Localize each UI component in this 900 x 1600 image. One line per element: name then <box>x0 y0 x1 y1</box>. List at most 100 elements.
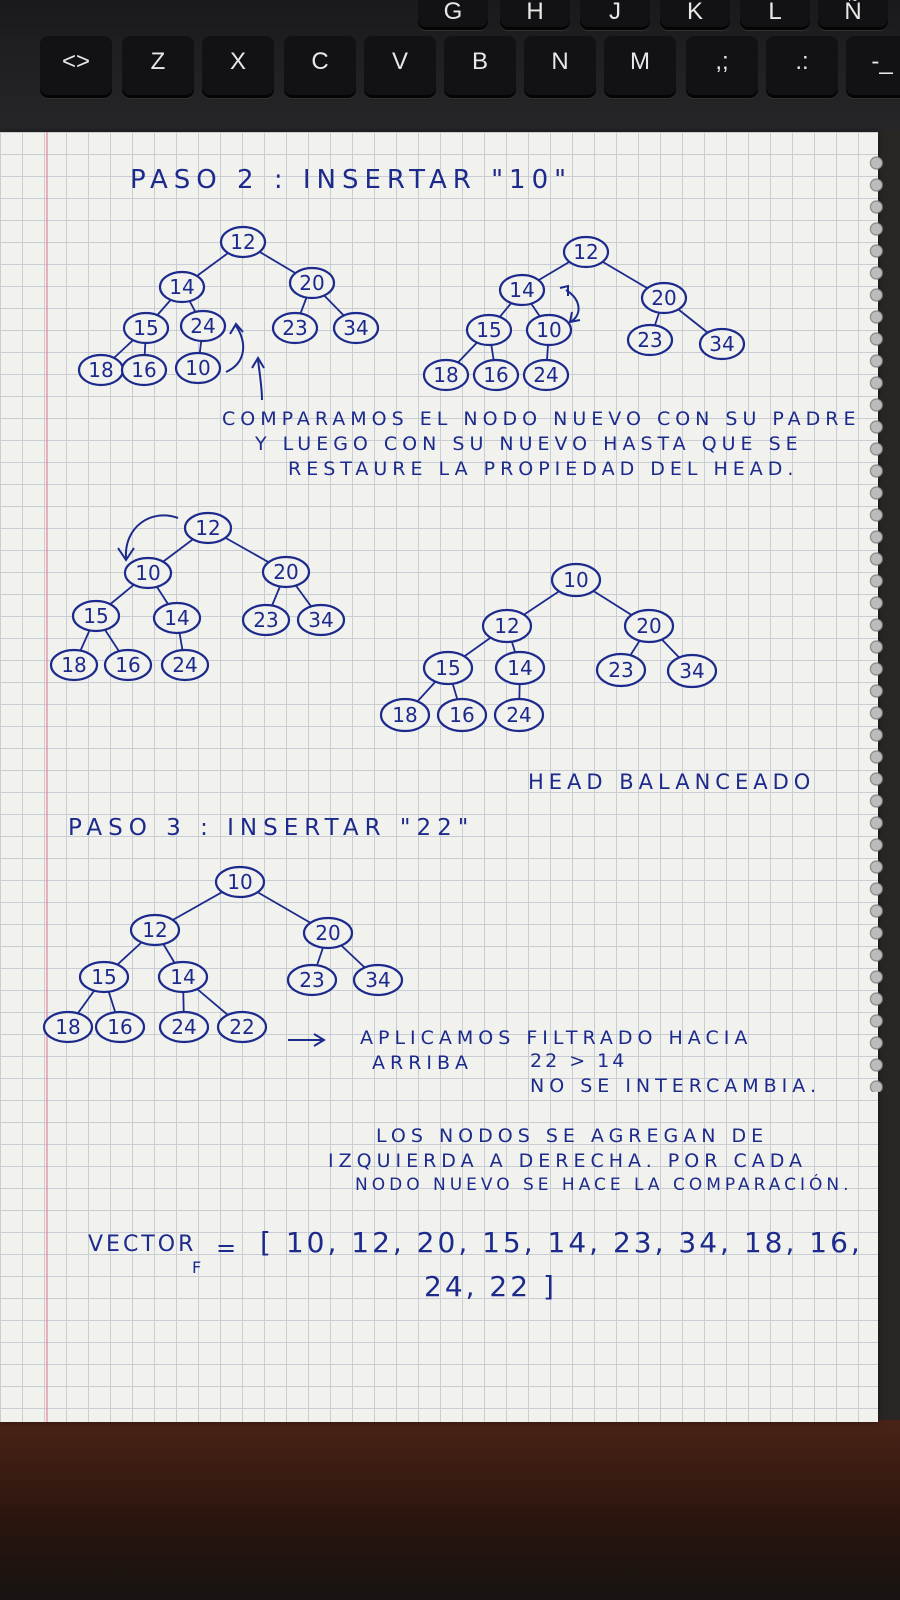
key-g: G <box>418 0 488 30</box>
node-value: 20 <box>636 614 661 638</box>
node-value: 23 <box>299 968 324 992</box>
node-value: 20 <box>651 286 676 310</box>
node-value: 18 <box>433 363 458 387</box>
node-ellipse <box>123 556 173 590</box>
heap-node: 20 <box>623 608 675 644</box>
node-ellipse <box>103 648 153 682</box>
heap-node: 34 <box>698 327 746 361</box>
tree-edges <box>100 241 357 371</box>
annotation-arrows <box>117 284 581 1047</box>
heap-node: 18 <box>49 648 99 682</box>
step2-title: PASO 2 : INSERTAR "10" <box>130 165 573 195</box>
node-value: 34 <box>679 659 704 683</box>
heap-node: 12 <box>481 608 533 644</box>
node-value: 10 <box>536 318 561 342</box>
key-11: -_ <box>846 36 900 98</box>
heap-node: 18 <box>379 697 431 733</box>
node-ellipse <box>422 358 470 392</box>
heap-node: 14 <box>157 960 209 994</box>
node-value: 14 <box>507 656 532 680</box>
heap-node: 15 <box>465 313 513 347</box>
node-ellipse <box>179 309 227 343</box>
node-value: 12 <box>230 230 255 254</box>
key-2: Z <box>122 36 194 98</box>
heap-node: 20 <box>261 555 311 589</box>
node-value: 12 <box>494 614 519 638</box>
node-value: 14 <box>164 606 189 630</box>
swap-arrow-head-tree2-top <box>559 284 569 296</box>
node-value: 12 <box>195 516 220 540</box>
heap-node: 10 <box>214 865 266 899</box>
compare-note-line-3: RESTAURE LA PROPIEDAD DEL HEAD. <box>288 458 799 480</box>
node-ellipse <box>465 313 513 347</box>
node-value: 16 <box>449 703 474 727</box>
node-value: 23 <box>282 316 307 340</box>
node-ellipse <box>666 653 718 689</box>
heap-node: 15 <box>71 599 121 633</box>
node-value: 16 <box>131 358 156 382</box>
node-ellipse <box>522 358 570 392</box>
node-value: 12 <box>573 240 598 264</box>
heap-node: 16 <box>120 353 168 387</box>
node-ellipse <box>379 697 431 733</box>
node-value: 15 <box>476 318 501 342</box>
node-value: 16 <box>483 363 508 387</box>
heap-trees: 12 14 20 15 24 23 34 18 16 10 12 14 20 15 10 23 34 18 16 24… <box>42 225 746 1044</box>
heap-node: 23 <box>241 603 291 637</box>
node-value: 34 <box>343 316 368 340</box>
node-ellipse <box>698 327 746 361</box>
heap-node: 24 <box>493 697 545 733</box>
heap-node: 20 <box>640 281 688 315</box>
node-ellipse <box>352 963 404 997</box>
heap-node: 16 <box>103 648 153 682</box>
node-ellipse <box>623 608 675 644</box>
vector-values-line-2: 24, 22 ] <box>424 1270 557 1303</box>
wooden-table <box>0 1420 900 1600</box>
heap-node: 10 <box>550 562 602 598</box>
pointer-arrow-tree1 <box>257 359 263 401</box>
heap-node: 34 <box>332 311 380 345</box>
node-value: 20 <box>273 560 298 584</box>
key-5: V <box>364 36 436 98</box>
node-value: 10 <box>563 568 588 592</box>
node-value: 18 <box>61 653 86 677</box>
filter-result: NO SE INTERCAMBIA. <box>530 1075 821 1097</box>
node-value: 34 <box>709 332 734 356</box>
key-j: J <box>580 0 650 30</box>
node-ellipse <box>157 960 209 994</box>
node-value: 34 <box>308 608 333 632</box>
node-value: 12 <box>142 918 167 942</box>
node-value: 18 <box>55 1015 80 1039</box>
vector-label: VECTOR <box>88 1232 197 1257</box>
heap-node: 12 <box>129 913 181 947</box>
heap-node: 14 <box>498 273 546 307</box>
node-ellipse <box>525 313 573 347</box>
node-ellipse <box>78 960 130 994</box>
node-value: 16 <box>115 653 140 677</box>
node-value: 15 <box>435 656 460 680</box>
node-value: 24 <box>190 314 215 338</box>
balanced-label: HEAD BALANCEADO <box>528 770 816 794</box>
order-note-line-1: LOS NODOS SE AGREGAN DE <box>376 1125 769 1147</box>
order-note-line-3: NODO NUEVO SE HACE LA COMPARACIÓN. <box>355 1175 853 1195</box>
node-ellipse <box>261 555 311 589</box>
node-ellipse <box>174 351 222 385</box>
node-value: 14 <box>509 278 534 302</box>
node-ellipse <box>158 1010 210 1044</box>
step3-title: PASO 3 : INSERTAR "22" <box>68 815 475 841</box>
node-ellipse <box>241 603 291 637</box>
node-ellipse <box>302 916 354 950</box>
node-ellipse <box>595 652 647 688</box>
heap-node: 24 <box>179 309 227 343</box>
heap-node: 24 <box>158 1010 210 1044</box>
node-ellipse <box>152 601 202 635</box>
tree-edges <box>445 251 723 376</box>
node-ellipse <box>158 270 206 304</box>
node-value: 15 <box>91 965 116 989</box>
tree-edges <box>67 881 379 1028</box>
heap-node: 20 <box>288 266 336 300</box>
